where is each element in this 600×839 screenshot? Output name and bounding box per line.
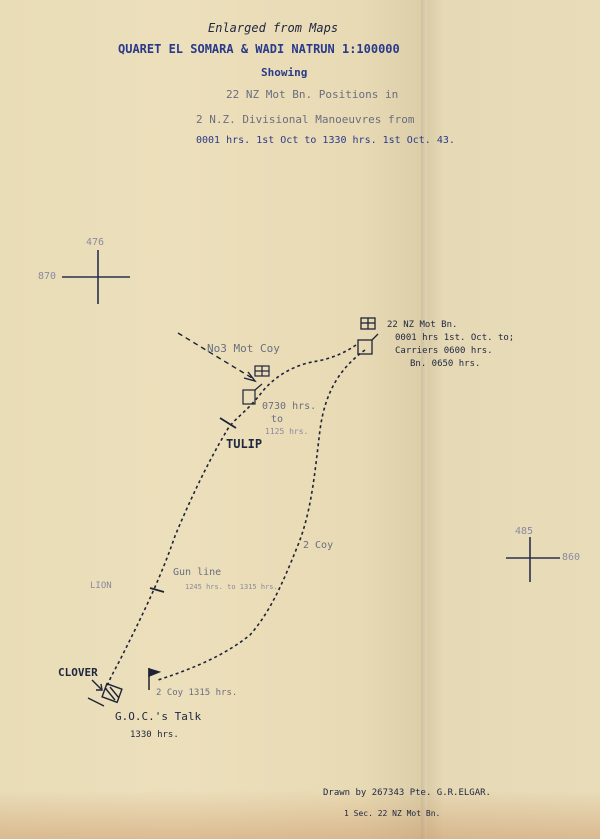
- gun-line-marker: [149, 587, 165, 593]
- grid-ref-right-easting: 860: [562, 552, 581, 563]
- no3-coy-arrow: [177, 332, 257, 383]
- label-bn-hq-4: Bn. 0650 hrs.: [410, 359, 481, 369]
- grid-ref-right-northing: 485: [515, 526, 534, 537]
- title-line-1: Enlarged from Maps: [208, 21, 339, 35]
- label-time-to: to: [271, 414, 284, 425]
- coy2-flag: [148, 667, 162, 690]
- label-tulip: TULIP: [226, 437, 263, 451]
- label-clover: CLOVER: [58, 666, 98, 679]
- route-path: [105, 344, 357, 691]
- tulip-marker: [219, 417, 237, 429]
- route-path-return: [157, 349, 366, 681]
- grid-ref-left-easting: 870: [38, 271, 57, 282]
- label-gun-line-time: 1245 hrs. to 1315 hrs.: [185, 583, 278, 591]
- label-2-coy: 2 Coy: [303, 540, 334, 551]
- title-line-3: Showing: [261, 66, 308, 79]
- credit-line-2: 1 Sec. 22 NZ Mot Bn.: [344, 809, 441, 818]
- label-goc-talk: G.O.C.'s Talk: [115, 710, 202, 723]
- grid-ref-left-northing: 476: [86, 237, 105, 248]
- title-line-6: 0001 hrs. 1st Oct to 1330 hrs. 1st Oct. …: [196, 135, 455, 146]
- credit-line-1: Drawn by 267343 Pte. G.R.ELGAR.: [323, 788, 491, 798]
- label-gun-line: Gun line: [173, 567, 222, 578]
- paper-edge-stain: [0, 790, 600, 839]
- title-line-2: QUARET EL SOMARA & WADI NATRUN 1:100000: [118, 42, 400, 56]
- label-bn-hq-1: 22 NZ Mot Bn.: [387, 320, 458, 330]
- paper-fold: [421, 0, 427, 839]
- title-line-4: 22 NZ Mot Bn. Positions in: [226, 88, 399, 101]
- title-line-5: 2 N.Z. Divisional Manoeuvres from: [196, 113, 415, 126]
- grid-cross-left: [62, 250, 130, 304]
- bn-hq-symbol: [357, 317, 379, 355]
- label-lion: LION: [90, 581, 112, 591]
- label-bn-hq-3: Carriers 0600 hrs.: [395, 346, 493, 356]
- grid-cross-right: [506, 537, 560, 582]
- label-2-coy-time: 2 Coy 1315 hrs.: [156, 688, 238, 698]
- label-no3-mot-coy: No3 Mot Coy: [207, 342, 280, 355]
- label-bn-hq-2: 0001 hrs 1st. Oct. to;: [395, 333, 515, 343]
- clover-symbol: [87, 679, 123, 707]
- label-time-1125: 1125 hrs.: [265, 427, 309, 436]
- no3-coy-symbol: [242, 365, 270, 405]
- label-goc-time: 1330 hrs.: [130, 730, 179, 740]
- label-time-0730: 0730 hrs.: [262, 401, 317, 412]
